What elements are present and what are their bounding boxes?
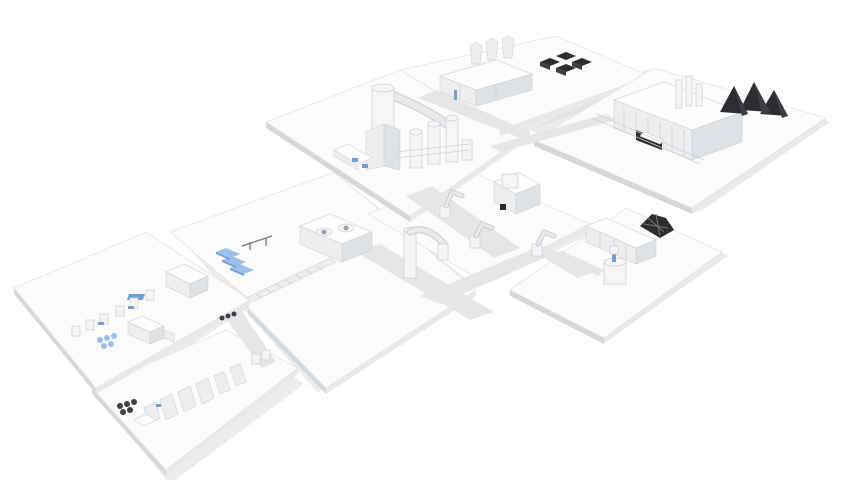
packaging-line	[133, 363, 247, 427]
bundle-stack	[117, 399, 137, 415]
packaging-group	[117, 349, 271, 427]
blast-furnace-group	[333, 83, 473, 171]
coke-pile	[556, 52, 576, 60]
blue-slabs	[216, 248, 254, 276]
roads	[224, 90, 616, 368]
robot-arm	[439, 188, 465, 219]
coking-plant-group	[591, 75, 788, 165]
platform-rolling-line	[169, 171, 477, 394]
rolling-line-group	[126, 213, 449, 303]
hot-stove	[445, 117, 459, 163]
coil-line	[71, 289, 155, 337]
hot-stove	[427, 123, 441, 165]
robot-arm	[531, 228, 557, 257]
shipping-group	[71, 263, 237, 349]
scrap-pile	[640, 213, 674, 238]
coke-building-group	[438, 35, 592, 107]
robot-arm	[469, 220, 495, 249]
scrap-furnace-group	[585, 213, 674, 285]
robotics-group	[439, 171, 557, 257]
truck	[127, 315, 175, 345]
coil-stack	[97, 333, 117, 349]
caster-tower	[403, 229, 417, 279]
roller-conveyor	[126, 257, 337, 303]
platform-packaging	[91, 329, 299, 476]
